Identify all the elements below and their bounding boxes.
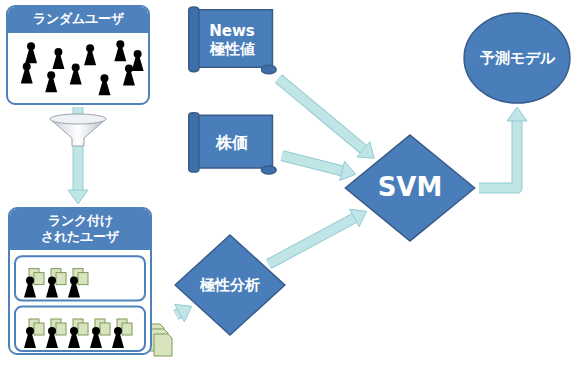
panel-header: ランダムユーザ — [8, 7, 148, 33]
panel-title: ランク付け されたユーザ — [14, 213, 146, 244]
flow-arrow — [278, 79, 374, 159]
arrow-head — [507, 107, 527, 121]
text-holder: 株価 — [186, 110, 278, 176]
arrow-head — [175, 304, 192, 321]
panel-header: ランク付け されたユーザ — [10, 209, 150, 250]
document-scroll: 株価 — [186, 110, 278, 176]
decision-diamond: 極性分析 — [174, 234, 286, 336]
arrow-outline — [269, 218, 356, 265]
flow-arrow — [479, 107, 527, 188]
text-holder: 予測モデル — [463, 12, 571, 104]
node-label: 株価 — [216, 133, 248, 152]
arrow-shaft — [269, 218, 356, 265]
arrow-head — [340, 161, 356, 180]
flow-arrow — [175, 304, 192, 321]
decision-diamond: SVM — [344, 134, 476, 242]
flow-arrow — [282, 156, 356, 181]
funnel-icon — [50, 114, 106, 146]
arrow-head — [68, 190, 88, 204]
arrow-outline — [278, 79, 364, 150]
node-label: News 極性値 — [207, 22, 258, 58]
node-label: 極性分析 — [200, 276, 260, 294]
arrow-shaft — [282, 156, 343, 171]
user-icon-group — [15, 256, 145, 351]
user-icon-group — [21, 40, 144, 95]
arrow-head — [350, 209, 367, 227]
arrow-shaft — [278, 79, 364, 150]
panel-title: ランダムユーザ — [12, 11, 144, 27]
arrow-head — [357, 142, 374, 159]
node-label: SVM — [378, 172, 443, 203]
result-ellipse: 予測モデル — [463, 12, 571, 104]
document-scroll: News 極性値 — [186, 4, 278, 76]
text-holder: 極性分析 — [174, 234, 286, 336]
arrow-shaft — [479, 120, 517, 188]
user-panel: ランダムユーザ — [6, 5, 150, 105]
text-holder: SVM — [344, 134, 476, 242]
user-panel: ランク付け されたユーザ — [8, 207, 152, 355]
node-label: 予測モデル — [480, 49, 555, 67]
flow-arrow — [269, 209, 367, 264]
text-holder: News 極性値 — [186, 4, 278, 76]
arrow-outline — [479, 120, 517, 188]
arrow-outline — [282, 156, 343, 171]
